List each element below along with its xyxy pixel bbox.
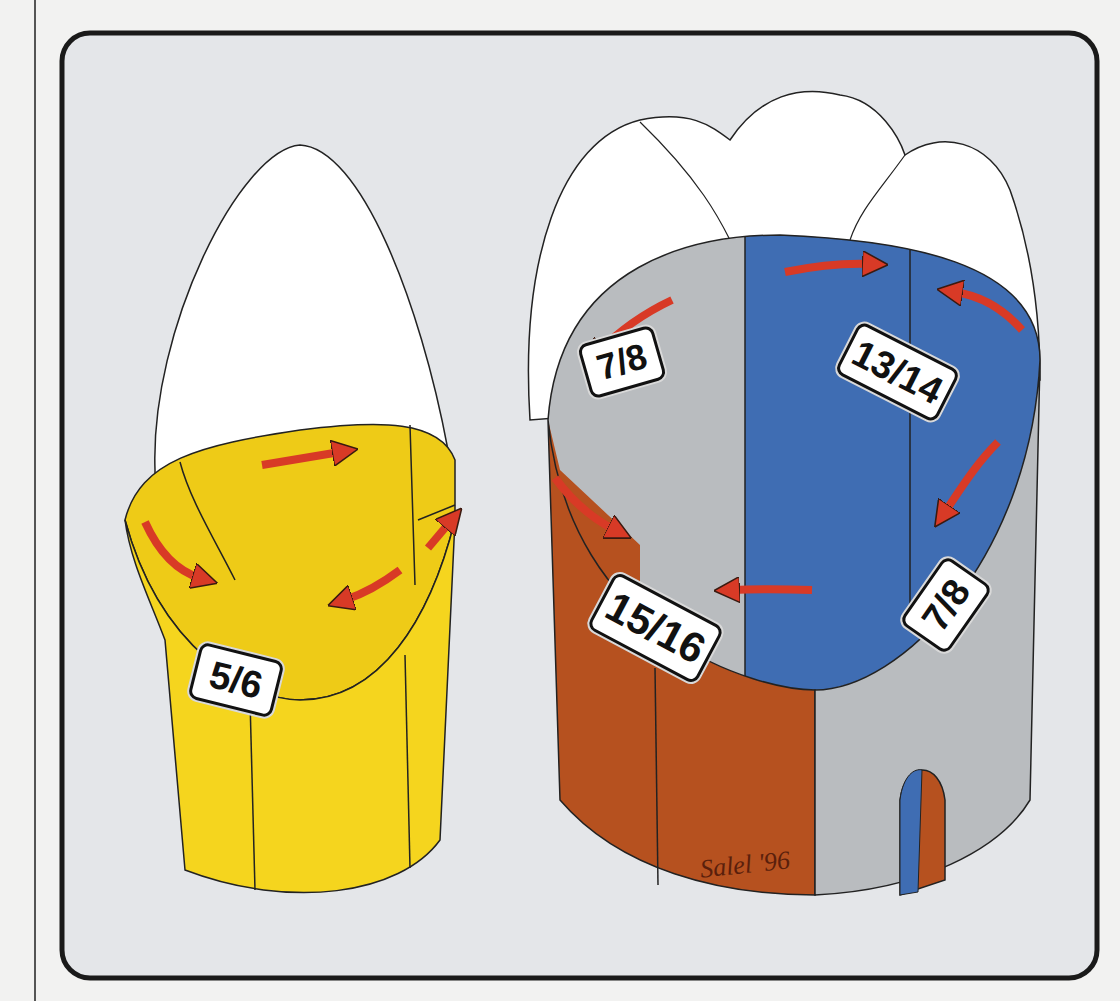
number-tag: 5/6 [187,641,284,718]
matrix-band-gray [815,360,1040,895]
direction-arrow [945,442,998,512]
band-rim [548,235,1040,420]
cusp-line [850,155,905,240]
direction-arrow [345,570,400,600]
direction-arrow [785,264,870,272]
callout-number: 13/14 [845,331,949,412]
band-seam [909,240,911,620]
callout-number: 7/8 [913,571,979,639]
cusp-line [640,122,730,240]
band-seam [405,655,410,868]
number-tag: 7/8 [577,324,667,399]
matrix-band-rust [548,420,815,895]
frame [62,33,1097,978]
artist-signature: Salel '96 [699,845,792,884]
callout-number: 15/16 [598,582,713,674]
callout-number: 7/8 [592,335,652,389]
band-notch [900,770,945,895]
band-notch [900,770,922,895]
direction-arrow [732,585,812,594]
direction-arrow [145,522,200,578]
band-seam [655,668,658,885]
band-seam [250,700,255,890]
number-tag: 7/8 [899,555,994,655]
band-seam [744,230,746,690]
band-flap [418,505,455,520]
callout-number: 5/6 [205,653,267,708]
direction-arrow [428,522,450,548]
band-seam [180,462,235,580]
direction-arrow [555,478,615,530]
number-tag: 13/14 [834,320,961,423]
matrix-band [125,520,455,893]
direction-arrow [955,292,1022,330]
direction-arrow [262,452,340,465]
number-tag: 15/16 [586,571,725,685]
direction-arrows [145,264,1022,600]
band-seam [410,425,415,585]
page-edge [34,0,36,1001]
